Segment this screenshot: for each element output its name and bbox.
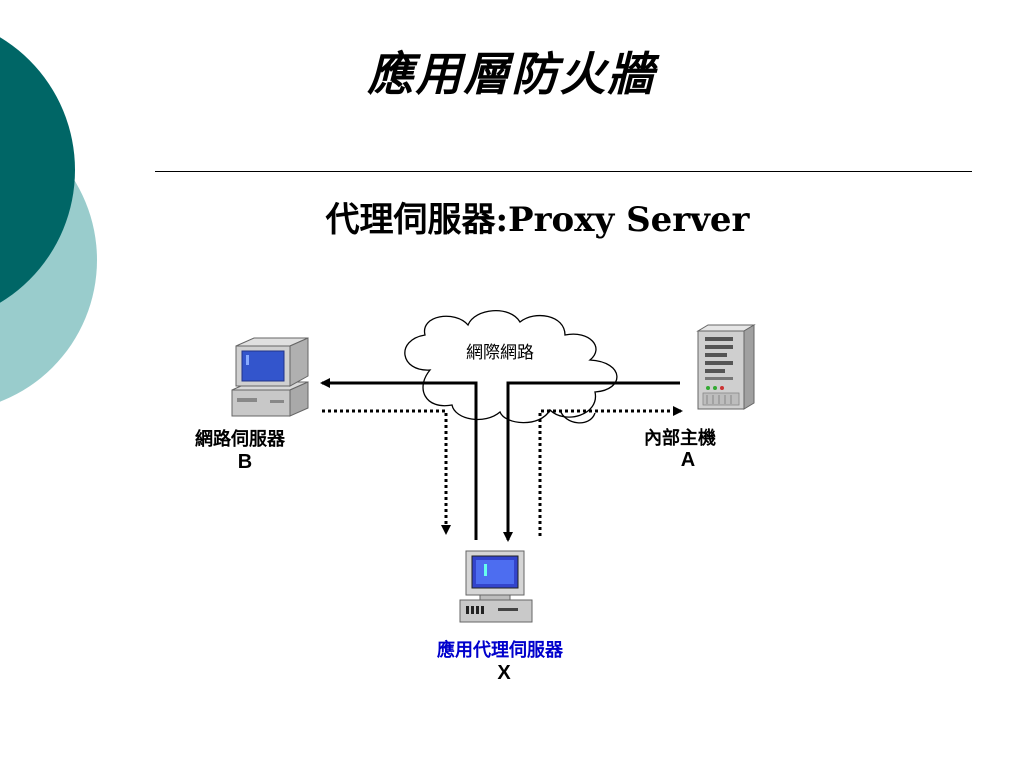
dotted-line-from-server xyxy=(322,409,451,535)
slide-title: 應用層防火牆 xyxy=(367,47,656,101)
internal-host-label: 內部主機 xyxy=(644,428,716,449)
slide-subtitle: 代理伺服器:Proxy Server xyxy=(325,200,750,240)
proxy-server-letter: X xyxy=(497,662,511,684)
web-server-letter: B xyxy=(237,451,253,473)
internet-cloud xyxy=(404,310,618,424)
solid-line-from-host xyxy=(503,381,680,542)
title-divider xyxy=(155,171,972,172)
decor-dark-circle xyxy=(0,37,75,303)
proxy-server-label: 應用代理伺服器 xyxy=(437,640,563,661)
dotted-line-to-host xyxy=(538,406,683,536)
solid-line-to-server xyxy=(320,378,478,540)
proxy-computer-icon xyxy=(459,550,533,623)
internal-host-letter: A xyxy=(680,449,696,471)
desktop-computer-icon xyxy=(231,337,309,417)
web-server-label: 網路伺服器 xyxy=(195,429,285,450)
internet-cloud-label: 網際網路 xyxy=(466,343,534,363)
server-tower-icon xyxy=(696,324,756,410)
